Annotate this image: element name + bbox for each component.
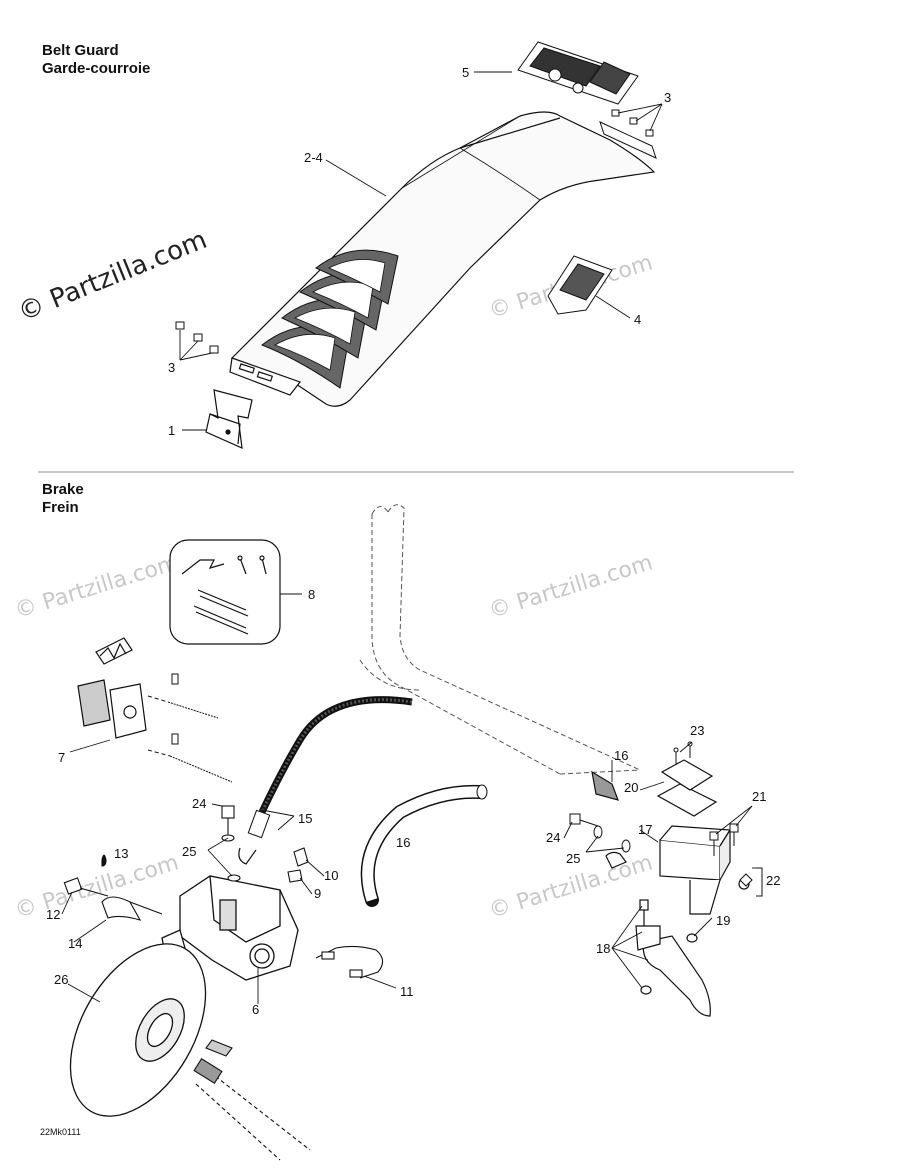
belt-guard-title: Belt Guard Garde-courroie [42,42,150,78]
brake-hose [258,696,413,814]
belt-guard-cover [229,111,656,407]
brake-title: Brake Frein [42,481,84,517]
callout-11: 11 [400,984,414,999]
brake-leader-lines [61,593,756,1004]
nut-set [175,321,219,354]
callout-16: 16 [614,748,628,763]
belt-guard-title-fr: Garde-courroie [42,60,151,77]
drive-shaft [193,1039,311,1161]
callout-25: 25 [566,851,580,866]
brake-title-en: Brake [42,481,84,498]
hose-fitting [315,945,384,979]
callout-5: 5 [462,65,469,80]
master-fasteners [569,741,739,856]
callout-15: 15 [298,811,312,826]
callout-24: 24 [192,796,206,811]
belt-guard-title-en: Belt Guard [42,42,119,59]
brake-title-fr: Frein [42,499,79,516]
callout-23: 23 [690,723,704,738]
callout-12: 12 [46,907,60,922]
brake-pad-set [77,637,147,739]
callout-24: 24 [546,830,560,845]
pad-pins [147,673,233,783]
callout-3: 3 [664,90,671,105]
caliper-fasteners [63,805,309,921]
callout-21: 21 [752,789,766,804]
callout-16: 16 [396,835,410,850]
callout-18: 18 [596,941,610,956]
callout-1: 1 [168,423,175,438]
callout-20: 20 [624,780,638,795]
callout-3: 3 [168,360,175,375]
callout-4: 4 [634,312,641,327]
callout-13: 13 [114,846,128,861]
drawing-code: 22Mk0111 [40,1127,81,1137]
callout-9: 9 [314,886,321,901]
decal-sheet [517,41,639,105]
callout-17: 17 [638,822,652,837]
bracket-part [205,389,253,449]
vent-hose [360,784,487,907]
bracket-22-diamond [739,873,753,887]
callout-8: 8 [308,587,315,602]
callout-7: 7 [58,750,65,765]
master-cylinder [591,759,750,915]
nut-set [599,109,657,159]
bracket-22 [756,867,763,897]
callout-2-4: 2-4 [304,150,323,165]
handlebar-outline [359,504,641,775]
callout-19: 19 [716,913,730,928]
callout-26: 26 [54,972,68,987]
callout-14: 14 [68,936,82,951]
callout-6: 6 [252,1002,259,1017]
callout-10: 10 [324,868,338,883]
spring-kit-box [169,539,281,645]
leader-lines [179,71,663,431]
callout-25: 25 [182,844,196,859]
brake-disc [69,943,207,1117]
callout-22: 22 [766,873,780,888]
label-tag [547,255,613,315]
brake-lever [635,899,711,1017]
